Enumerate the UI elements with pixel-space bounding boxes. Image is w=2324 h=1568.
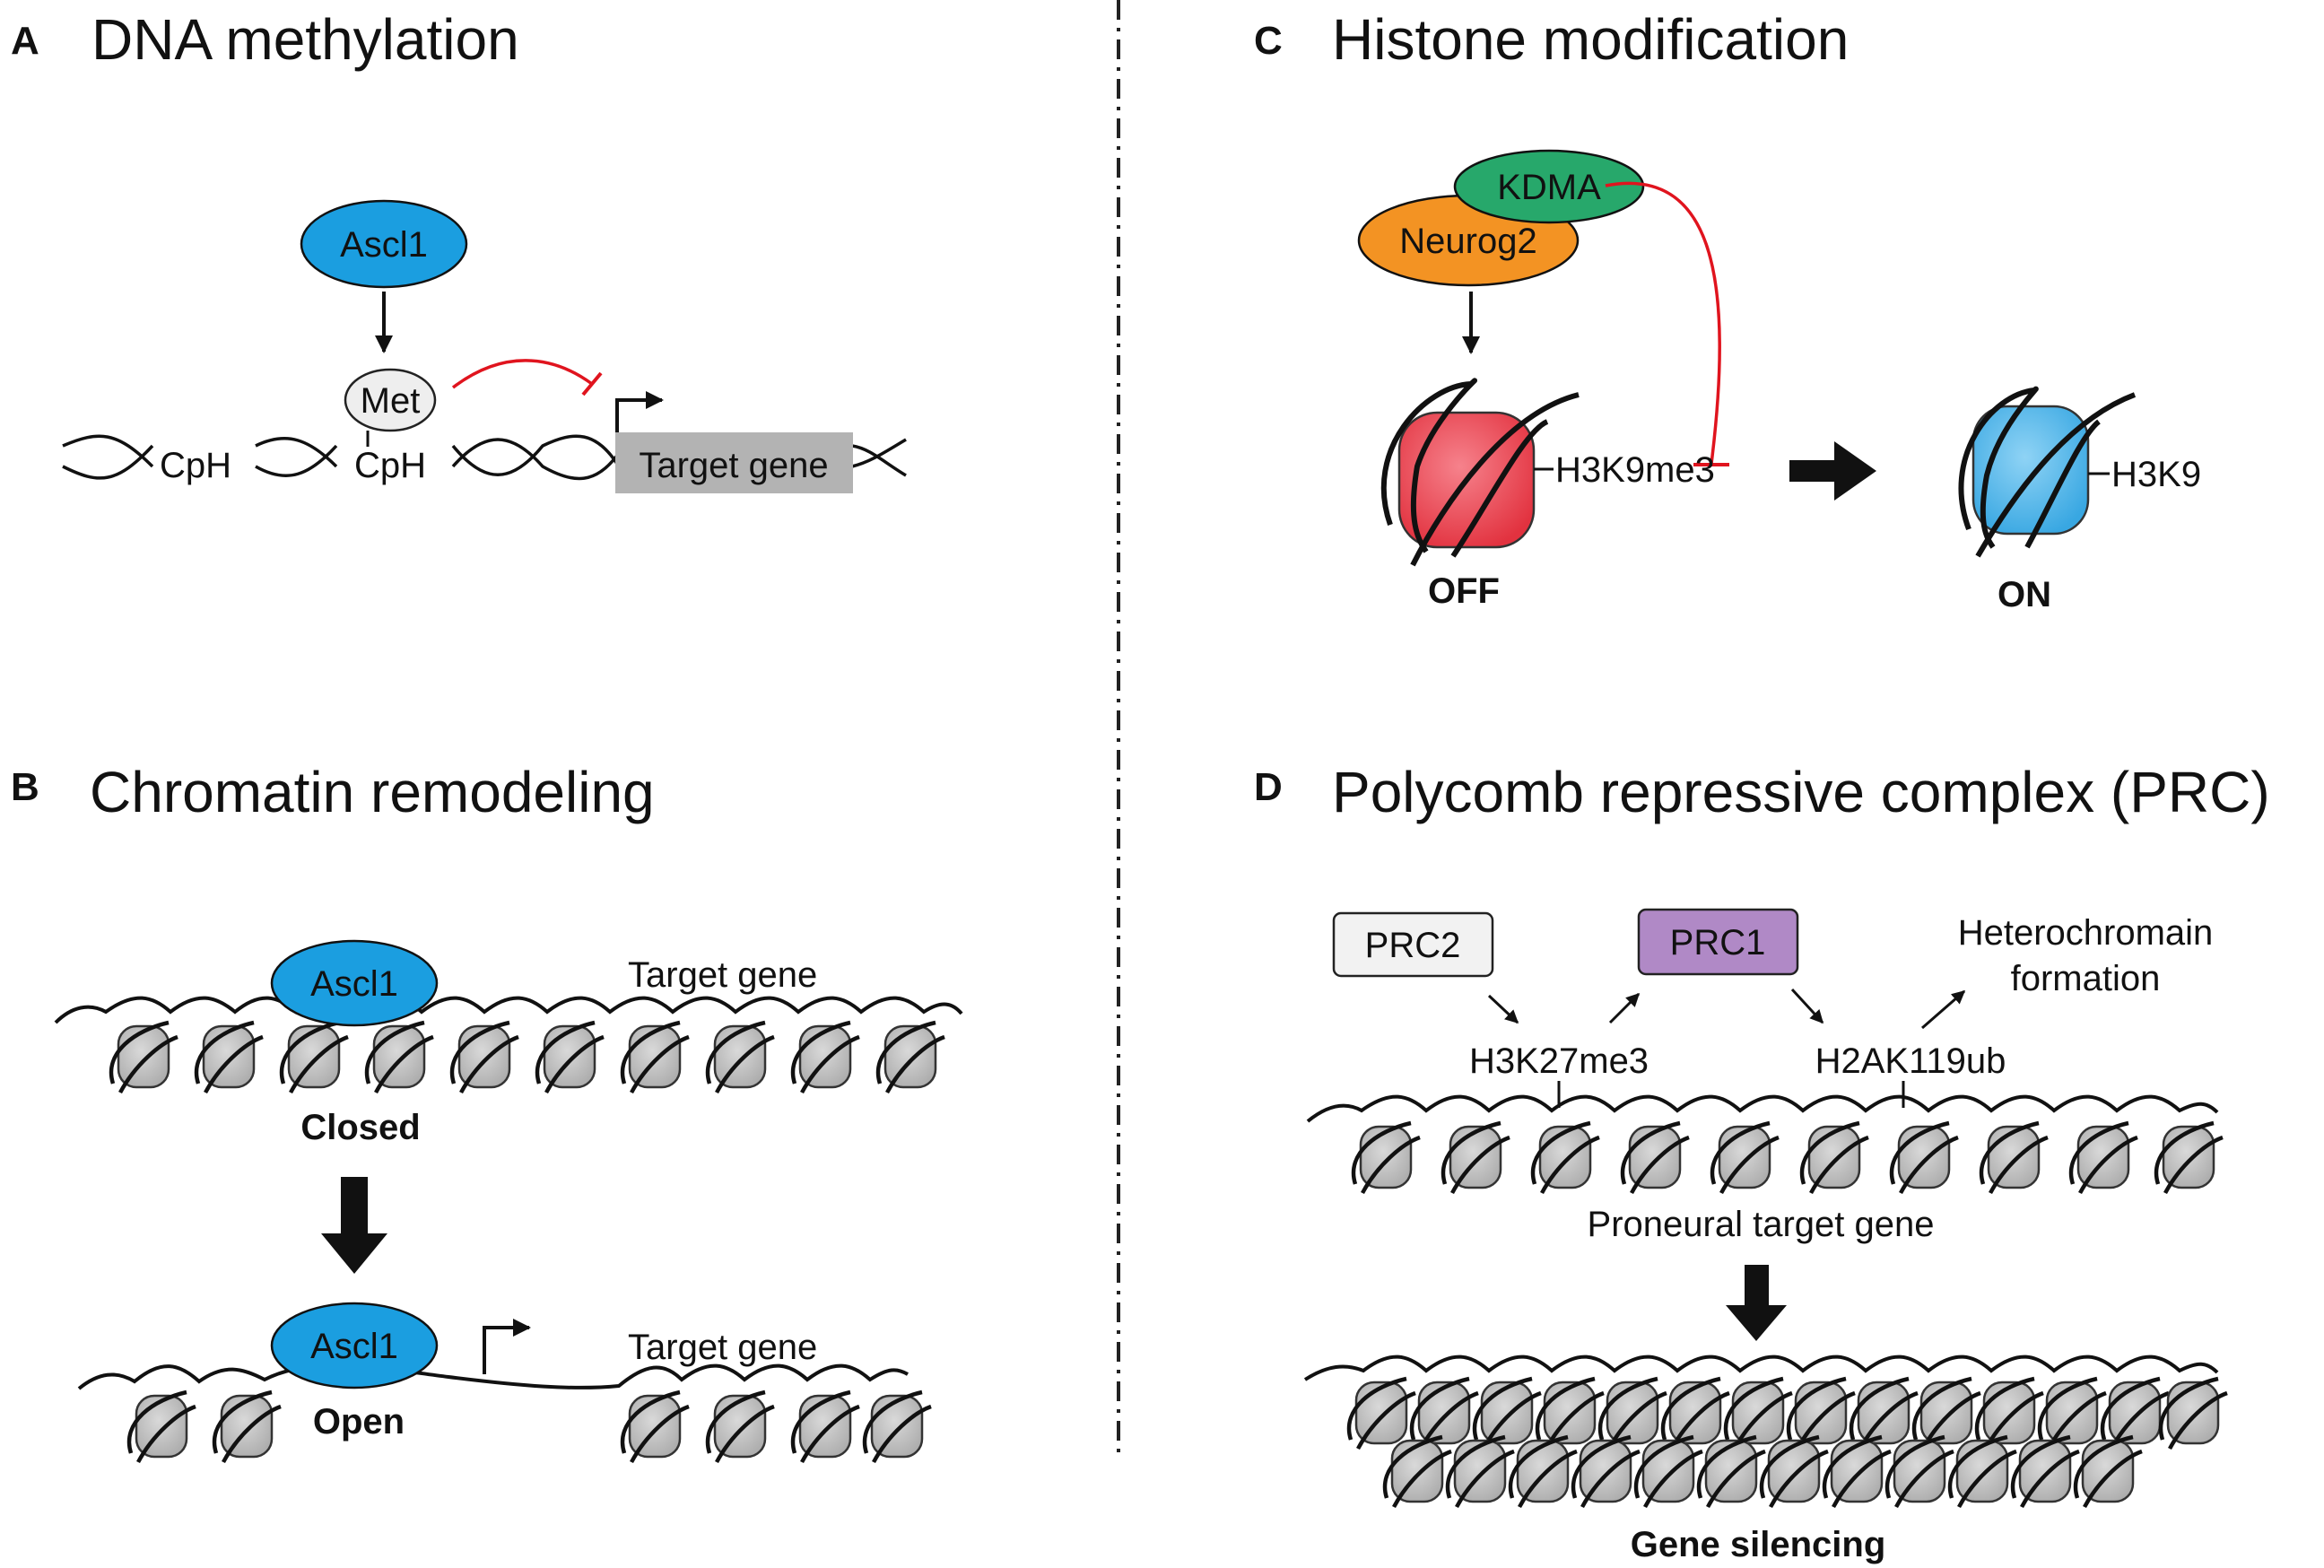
neurog2-node: Neurog2 — [1357, 194, 1580, 287]
arrow-prc2-to-h3k27me3 — [1487, 994, 1519, 1024]
svg-text:PRC2: PRC2 — [1365, 926, 1461, 965]
gene-silencing-label: Gene silencing — [1631, 1525, 1886, 1564]
panel-d-letter: D — [1254, 765, 1283, 809]
dna-helix — [62, 434, 907, 481]
heterochromatin-label-1: Heterochromain — [1958, 913, 2214, 953]
svg-text:Met: Met — [361, 381, 421, 421]
svg-text:Ascl1: Ascl1 — [310, 1327, 398, 1366]
target-gene-label-open: Target gene — [628, 1328, 817, 1367]
prc2-box: PRC2 — [1332, 911, 1494, 978]
thick-arrow-icon — [1726, 1265, 1787, 1341]
t-bar-icon — [1605, 181, 1721, 465]
cph-label-1: CpH — [160, 446, 231, 485]
proneural-chromatin — [1306, 1094, 2223, 1193]
panel-c-letter: C — [1254, 19, 1283, 63]
arrow-prc1-to-h2ak119ub — [1790, 988, 1824, 1024]
heterochromatin-label-2: formation — [2011, 959, 2161, 998]
ascl1-node-closed: Ascl1 — [270, 939, 439, 1027]
off-nucleosome — [1380, 378, 1580, 567]
panel-d-title: Polycomb repressive complex (PRC) — [1332, 760, 2270, 824]
h2ak119ub-label: H2AK119ub — [1815, 1041, 2006, 1081]
svg-text:Ascl1: Ascl1 — [310, 964, 398, 1004]
thick-arrow-icon — [321, 1177, 387, 1274]
panel-d: D Polycomb repressive complex (PRC) PRC2… — [1254, 760, 2270, 1564]
on-label: ON — [1998, 575, 2051, 614]
svg-text:Neurog2: Neurog2 — [1399, 222, 1536, 261]
cph-label-2: CpH — [354, 446, 426, 485]
thick-arrow-icon — [1789, 441, 1876, 501]
svg-text:KDMA: KDMA — [1497, 168, 1601, 207]
arrow-h3k27me3-to-prc1 — [1608, 992, 1641, 1024]
panel-a: A DNA methylation Ascl1 Met CpH CpH — [11, 7, 907, 493]
target-gene-box: Target gene — [615, 432, 853, 493]
h3k9-label: H3K9 — [2111, 455, 2201, 494]
compacted-chromatin — [1303, 1355, 2227, 1507]
t-bar-icon — [451, 359, 594, 389]
off-label: OFF — [1428, 571, 1500, 611]
panel-c: C Histone modification Neurog2 KDMA H3K9… — [1254, 7, 2201, 614]
ascl1-node-open: Ascl1 — [270, 1302, 439, 1389]
open-label: Open — [313, 1402, 405, 1442]
closed-label: Closed — [300, 1108, 420, 1147]
t-bar-end — [581, 371, 603, 396]
panel-a-title: DNA methylation — [91, 7, 519, 72]
target-gene-label-closed: Target gene — [628, 955, 817, 995]
panel-b: B Chromatin remodeling Ascl1 Target gene… — [11, 760, 963, 1462]
kdma-node: KDMA — [1453, 149, 1645, 224]
closed-chromatin — [54, 996, 963, 1093]
ascl1-node: Ascl1 — [300, 199, 468, 289]
open-chromatin — [77, 1363, 931, 1462]
proneural-label: Proneural target gene — [1588, 1205, 1935, 1244]
panel-a-letter: A — [11, 19, 39, 63]
bent-arrow-icon — [483, 1319, 531, 1374]
svg-text:Target gene: Target gene — [639, 446, 828, 485]
svg-text:Ascl1: Ascl1 — [340, 225, 428, 265]
h3k27me3-label: H3K27me3 — [1469, 1041, 1649, 1081]
on-nucleosome — [1958, 386, 2137, 558]
panel-b-title: Chromatin remodeling — [90, 760, 655, 824]
met-node: Met — [344, 368, 437, 432]
panel-b-letter: B — [11, 765, 39, 809]
svg-text:PRC1: PRC1 — [1670, 923, 1766, 963]
h3k9me3-label: H3K9me3 — [1555, 450, 1715, 490]
bent-arrow-icon — [615, 391, 664, 441]
prc1-box: PRC1 — [1637, 908, 1799, 976]
panel-c-title: Histone modification — [1332, 7, 1849, 72]
arrow-h2ak119ub-to-heterochromatin — [1921, 989, 1966, 1030]
